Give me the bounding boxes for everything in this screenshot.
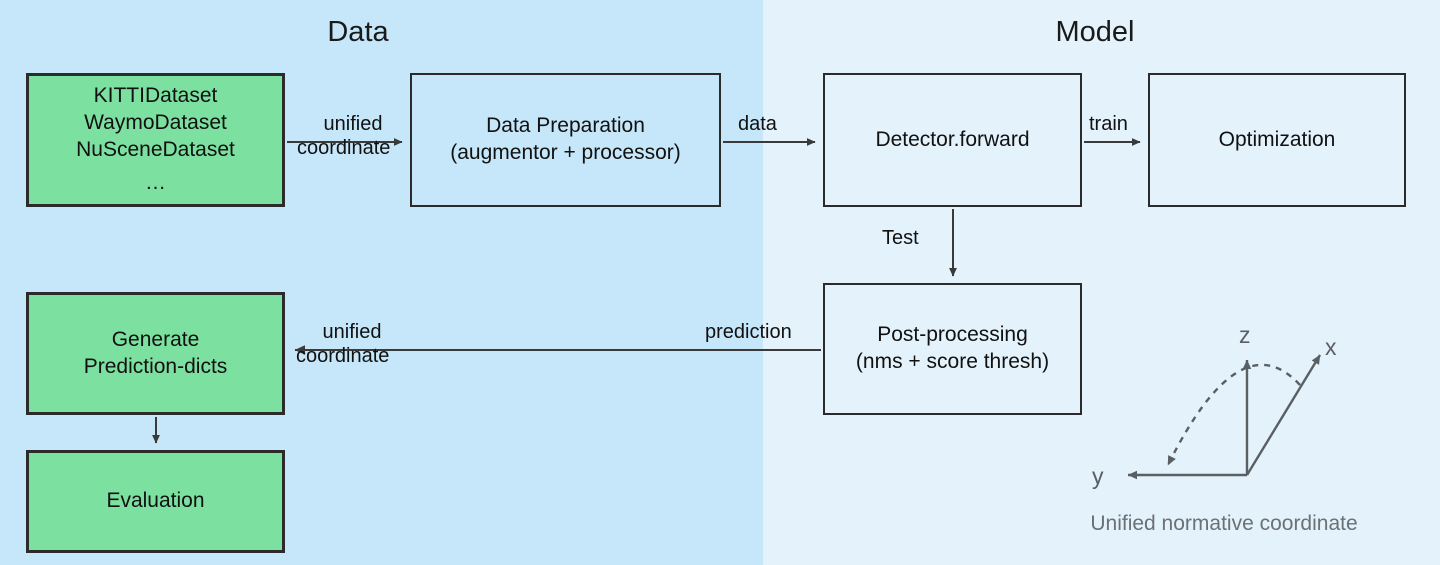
node-generate-line1: Generate <box>111 327 200 351</box>
edge-label-coordinate-top: coordinate <box>297 136 391 159</box>
node-evaluation-label: Evaluation <box>106 489 205 513</box>
node-post-processing-line2: (nms + score thresh) <box>855 350 1050 373</box>
edge-label-train: train <box>1089 113 1128 135</box>
node-post-processing[interactable]: Post-processing (nms + score thresh) <box>823 283 1082 415</box>
node-data-preparation[interactable]: Data Preparation (augmentor + processor) <box>410 73 721 207</box>
node-datasets-line3: NuSceneDataset <box>76 138 235 161</box>
node-optimization-label: Optimization <box>1218 127 1336 151</box>
node-post-processing-line1: Post-processing <box>877 323 1028 347</box>
node-detector-forward[interactable]: Detector.forward <box>823 73 1082 207</box>
edge-label-prediction: prediction <box>705 321 792 343</box>
node-datasets[interactable]: KITTIDataset WaymoDataset NuSceneDataset… <box>26 73 285 207</box>
edge-label-data: data <box>738 113 777 135</box>
coordinate-axis-label-z: z <box>1239 322 1251 348</box>
node-datasets-line1: KITTIDataset <box>93 84 218 108</box>
edge-label-unified-coordinate-top: unified coordinate <box>297 113 409 160</box>
edge-label-unified-top: unified <box>323 113 383 135</box>
node-data-preparation-line2: (augmentor + processor) <box>450 141 681 164</box>
coordinate-frame-caption: Unified normative coordinate <box>1090 512 1358 535</box>
coordinate-axis-label-x: x <box>1325 334 1337 360</box>
node-data-preparation-line1: Data Preparation <box>486 114 645 138</box>
node-datasets-line2: WaymoDataset <box>84 111 227 135</box>
node-generate-line2: Prediction-dicts <box>83 354 228 378</box>
edge-label-unified-coordinate-bottom: unified coordinate <box>296 321 408 368</box>
edge-label-coordinate-bottom: coordinate <box>296 344 390 367</box>
node-generate-prediction-dicts[interactable]: Generate Prediction-dicts <box>26 292 285 415</box>
node-datasets-ellipsis: … <box>144 170 166 194</box>
edge-label-test: Test <box>882 227 919 249</box>
node-detector-forward-label: Detector.forward <box>875 127 1030 151</box>
section-title-data: Data <box>327 16 389 48</box>
panel-model-background <box>763 0 1440 565</box>
edge-label-unified-bottom: unified <box>322 321 382 343</box>
node-evaluation[interactable]: Evaluation <box>26 450 285 553</box>
section-title-model: Model <box>1055 16 1135 48</box>
coordinate-axis-label-y: y <box>1092 463 1104 489</box>
node-optimization[interactable]: Optimization <box>1148 73 1406 207</box>
